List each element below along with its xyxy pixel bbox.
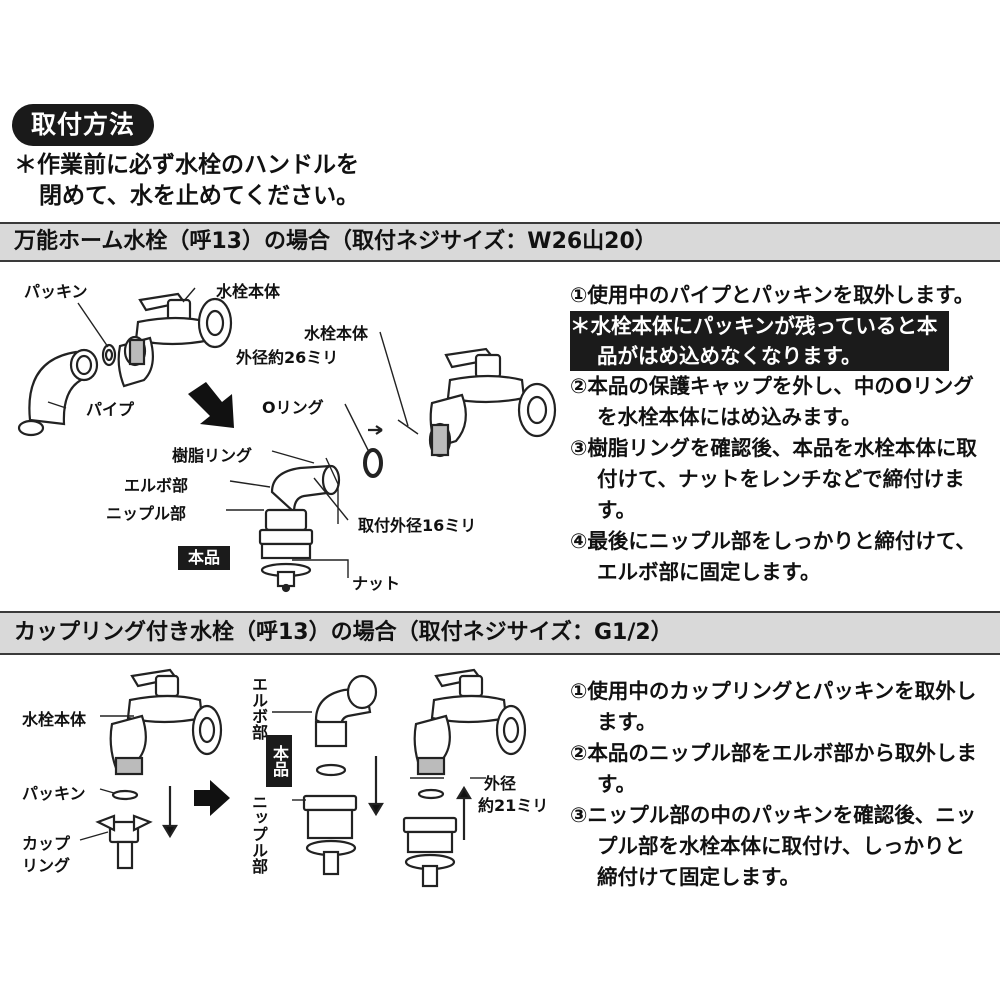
label-packing-1: パッキン <box>24 282 88 301</box>
coupling-ring <box>95 814 153 870</box>
note-line-1: ＊作業前に必ず水栓のハンドルを <box>14 152 359 178</box>
label-nipple-1: ニップル部 <box>106 504 187 523</box>
faucet-illustration-4 <box>402 668 527 888</box>
label-outer-diameter-26: 外径約26ミリ <box>236 348 339 367</box>
arrow-diagonal <box>188 382 234 428</box>
section2-step-2: ②本品のニップル部をエルボ部から取外します。 <box>570 741 977 796</box>
warning-note: ＊作業前に必ず水栓のハンドルを 閉めて、水を止めてください。 <box>14 150 359 212</box>
section1-step-1: ①使用中のパイプとパッキンを取外します。 <box>570 283 975 307</box>
label-mount-diameter-16: 取付外径16ミリ <box>358 516 477 535</box>
label-pipe: パイプ <box>86 400 135 419</box>
label-elbow-1: エルボ部 <box>124 476 189 495</box>
label-faucet-body-1: 水栓本体 <box>216 282 281 301</box>
section1-warning: ＊水栓本体にパッキンが残っていると本品がはめ込めなくなります。 <box>570 311 949 371</box>
label-faucet-body-2: 水栓本体 <box>304 324 369 343</box>
product-badge-1: 本品 <box>178 546 230 570</box>
section1-steps: ①使用中のパイプとパッキンを取外します。 ＊水栓本体にパッキンが残っていると本品… <box>570 280 980 588</box>
packing-ring-2 <box>111 789 139 801</box>
elbow-assembly-1 <box>258 464 341 593</box>
section1-step-2: ②本品の保護キャップを外し、中のOリングを水栓本体にはめ込みます。 <box>570 374 974 429</box>
label-outer-1: 外径 <box>484 774 517 793</box>
faucet-illustration-1 <box>117 292 233 388</box>
section1-step-3: ③樹脂リングを確認後、本品を水栓本体に取付けて、ナットをレンチなどで締付けます。 <box>570 436 977 522</box>
pipe-illustration <box>17 348 99 437</box>
section2-header: カップリング付き水栓（呼13）の場合（取付ネジサイズ：G1/2） <box>0 611 1000 655</box>
product-badge-2: 本品 <box>266 735 292 787</box>
note-line-2: 閉めて、水を止めてください。 <box>39 183 360 209</box>
section2-step-3: ③ニップル部の中のパッキンを確認後、ニップル部を水栓本体に取付け、しっかりと締付… <box>570 803 977 889</box>
arrow-right <box>194 780 230 816</box>
section2-steps: ①使用中のカップリングとパッキンを取外します。 ②本品のニップル部をエルボ部から… <box>570 676 980 893</box>
label-nipple-2: ニップル部 <box>249 794 268 874</box>
o-ring <box>363 448 383 478</box>
label-outer-2: 約21ミリ <box>478 796 549 815</box>
elbow-exploded <box>302 674 378 876</box>
section-title-pill: 取付方法 <box>12 104 154 146</box>
label-coupling-1: カップ <box>22 834 71 853</box>
label-elbow-2: エルボ部 <box>249 676 268 740</box>
label-resin-ring: 樹脂リング <box>172 446 253 465</box>
faucet-illustration-2 <box>428 347 557 458</box>
label-faucet-body-3: 水栓本体 <box>22 710 87 729</box>
packing-ring-1 <box>101 343 117 367</box>
label-o-ring: Oリング <box>262 398 324 417</box>
section2-step-1: ①使用中のカップリングとパッキンを取外します。 <box>570 679 977 734</box>
label-packing-2: パッキン <box>22 784 86 803</box>
label-nut: ナット <box>352 574 401 593</box>
label-coupling-2: リング <box>22 856 71 875</box>
section1-header: 万能ホーム水栓（呼13）の場合（取付ネジサイズ：W26山20） <box>0 222 1000 262</box>
section1-step-4: ④最後にニップル部をしっかりと締付けて、エルボ部に固定します。 <box>570 529 976 584</box>
faucet-illustration-3 <box>109 668 223 776</box>
